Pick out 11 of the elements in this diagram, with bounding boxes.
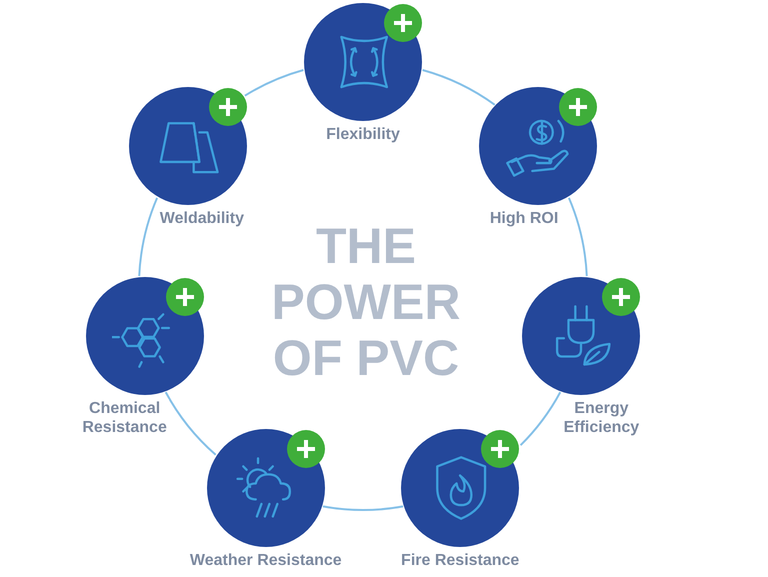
connector-arc <box>322 505 404 512</box>
connector-arc <box>568 198 588 276</box>
connector-arc <box>138 198 158 276</box>
title: THE POWER OF PVC <box>270 218 462 386</box>
connector-arc <box>520 392 562 446</box>
feature-label: Flexibility <box>324 125 402 144</box>
feature-label: Weldability <box>158 209 246 228</box>
connector-arc <box>422 69 496 106</box>
connector-arc <box>244 69 304 97</box>
feature-label: High ROI <box>488 209 560 228</box>
connector-arc <box>164 392 216 456</box>
